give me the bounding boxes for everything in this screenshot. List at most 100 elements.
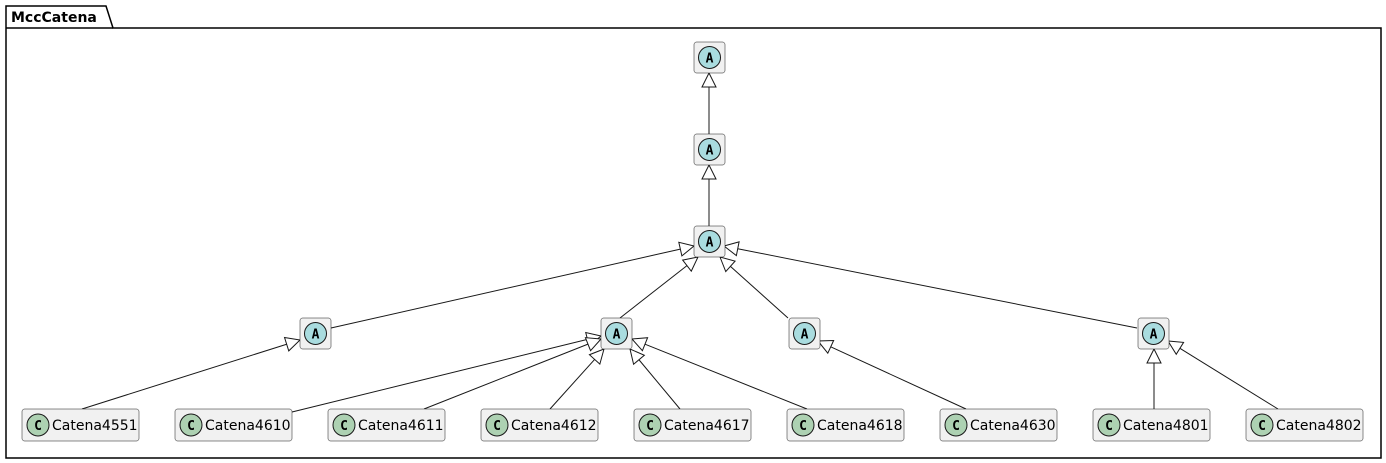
generalization-a6-to-a3 — [719, 256, 789, 319]
inheritance-arrowhead — [678, 241, 696, 257]
generalization-line — [730, 265, 789, 319]
generalization-c4612-to-a5 — [549, 348, 605, 410]
inheritance-arrowhead — [1167, 340, 1185, 356]
class-c4610[interactable]: C Catena4610 — [174, 408, 293, 442]
class-icon: C — [179, 413, 203, 437]
generalization-line — [644, 343, 808, 410]
class-marker: C — [646, 419, 654, 434]
inheritance-arrowhead — [1146, 347, 1162, 364]
generalization-line — [81, 343, 287, 410]
class-c4802[interactable]: C Catena4802 — [1245, 408, 1364, 442]
abstract-class-a5[interactable]: A — [600, 317, 633, 350]
abstract-marker: A — [706, 52, 714, 67]
class-name: Catena4617 — [664, 418, 750, 434]
class-marker: C — [1258, 419, 1266, 434]
abstract-class-a7[interactable]: A — [1137, 317, 1170, 350]
generalization-c4801-to-a7 — [1146, 347, 1162, 409]
class-box — [1245, 408, 1364, 442]
abstract-class-a1[interactable]: A — [693, 41, 726, 74]
generalization-a7-to-a3 — [722, 241, 1138, 329]
generalization-a5-to-a3 — [619, 256, 699, 319]
generalization-line — [830, 346, 967, 410]
class-box — [633, 408, 752, 442]
inheritance-arrowhead — [630, 337, 649, 352]
class-c4630[interactable]: C Catena4630 — [939, 408, 1058, 442]
inheritance-arrowhead — [701, 163, 717, 180]
class-marker: C — [187, 419, 195, 434]
generalization-c4802-to-a7 — [1167, 340, 1279, 410]
package-name: MccCatena — [11, 10, 97, 26]
class-marker: C — [34, 419, 42, 434]
class-name: Catena4610 — [205, 418, 291, 434]
class-name: Catena4618 — [817, 418, 903, 434]
package-frame: MccCatena — [5, 5, 1382, 459]
class-icon: C — [1097, 413, 1121, 437]
generalization-a4-to-a3 — [330, 241, 696, 329]
class-icon: C — [332, 413, 356, 437]
inheritance-arrowhead — [584, 337, 603, 352]
class-name: Catena4612 — [511, 418, 597, 434]
class-nodes: A A A A A A A C Catena4551 C Catena4610 C Catena4611… — [21, 41, 1364, 442]
abstract-marker: A — [312, 328, 320, 343]
generalization-line — [737, 248, 1138, 329]
class-box — [786, 408, 905, 442]
abstract-class-a6[interactable]: A — [788, 317, 821, 350]
inheritance-arrowhead — [588, 348, 605, 366]
generalization-c4551-to-a4 — [81, 336, 302, 410]
class-c4611[interactable]: C Catena4611 — [327, 408, 446, 442]
class-icon: C — [1250, 413, 1274, 437]
generalization-edges — [81, 71, 1279, 413]
inheritance-arrowhead — [681, 256, 699, 273]
abstract-marker: A — [801, 328, 809, 343]
abstract-marker: A — [613, 328, 621, 343]
abstract-class-a2[interactable]: A — [693, 133, 726, 166]
class-c4612[interactable]: C Catena4612 — [480, 408, 599, 442]
class-icon: C — [485, 413, 509, 437]
generalization-line — [1179, 347, 1279, 410]
inheritance-arrowhead — [629, 348, 646, 366]
generalization-line — [619, 265, 688, 319]
abstract-class-icon: A — [698, 138, 721, 161]
class-icon: C — [791, 413, 815, 437]
generalization-line — [423, 343, 589, 410]
inheritance-arrowhead — [283, 336, 302, 352]
class-c4551[interactable]: C Catena4551 — [21, 408, 140, 442]
abstract-class-icon: A — [304, 322, 327, 345]
abstract-class-icon: A — [698, 46, 721, 69]
abstract-class-icon: A — [698, 230, 721, 253]
inheritance-arrowhead — [816, 339, 835, 355]
class-marker: C — [952, 419, 960, 434]
class-box — [939, 408, 1058, 442]
class-icon: C — [944, 413, 968, 437]
abstract-marker: A — [706, 144, 714, 159]
class-name: Catena4802 — [1276, 418, 1362, 434]
class-name: Catena4801 — [1123, 418, 1209, 434]
generalization-a2-to-a1 — [701, 71, 717, 134]
abstract-class-a4[interactable]: A — [299, 317, 332, 350]
abstract-class-icon: A — [793, 322, 816, 345]
class-c4617[interactable]: C Catena4617 — [633, 408, 752, 442]
generalization-line — [330, 248, 681, 329]
abstract-class-icon: A — [1142, 322, 1165, 345]
generalization-c4611-to-a5 — [423, 337, 603, 410]
abstract-class-icon: A — [605, 322, 628, 345]
class-icon: C — [638, 413, 662, 437]
inheritance-arrowhead — [719, 256, 737, 273]
class-name: Catena4630 — [970, 418, 1056, 434]
abstract-class-a3[interactable]: A — [693, 225, 726, 258]
class-box — [174, 408, 293, 442]
class-icon: C — [26, 413, 50, 437]
inheritance-arrowhead — [701, 71, 717, 88]
class-name: Catena4611 — [358, 418, 444, 434]
generalization-c4618-to-a5 — [630, 337, 808, 410]
class-box — [21, 408, 140, 442]
abstract-marker: A — [706, 236, 714, 251]
class-marker: C — [493, 419, 501, 434]
generalization-line — [638, 359, 681, 410]
class-box — [480, 408, 599, 442]
class-marker: C — [340, 419, 348, 434]
class-name: Catena4551 — [52, 418, 138, 434]
class-box — [1092, 408, 1211, 442]
